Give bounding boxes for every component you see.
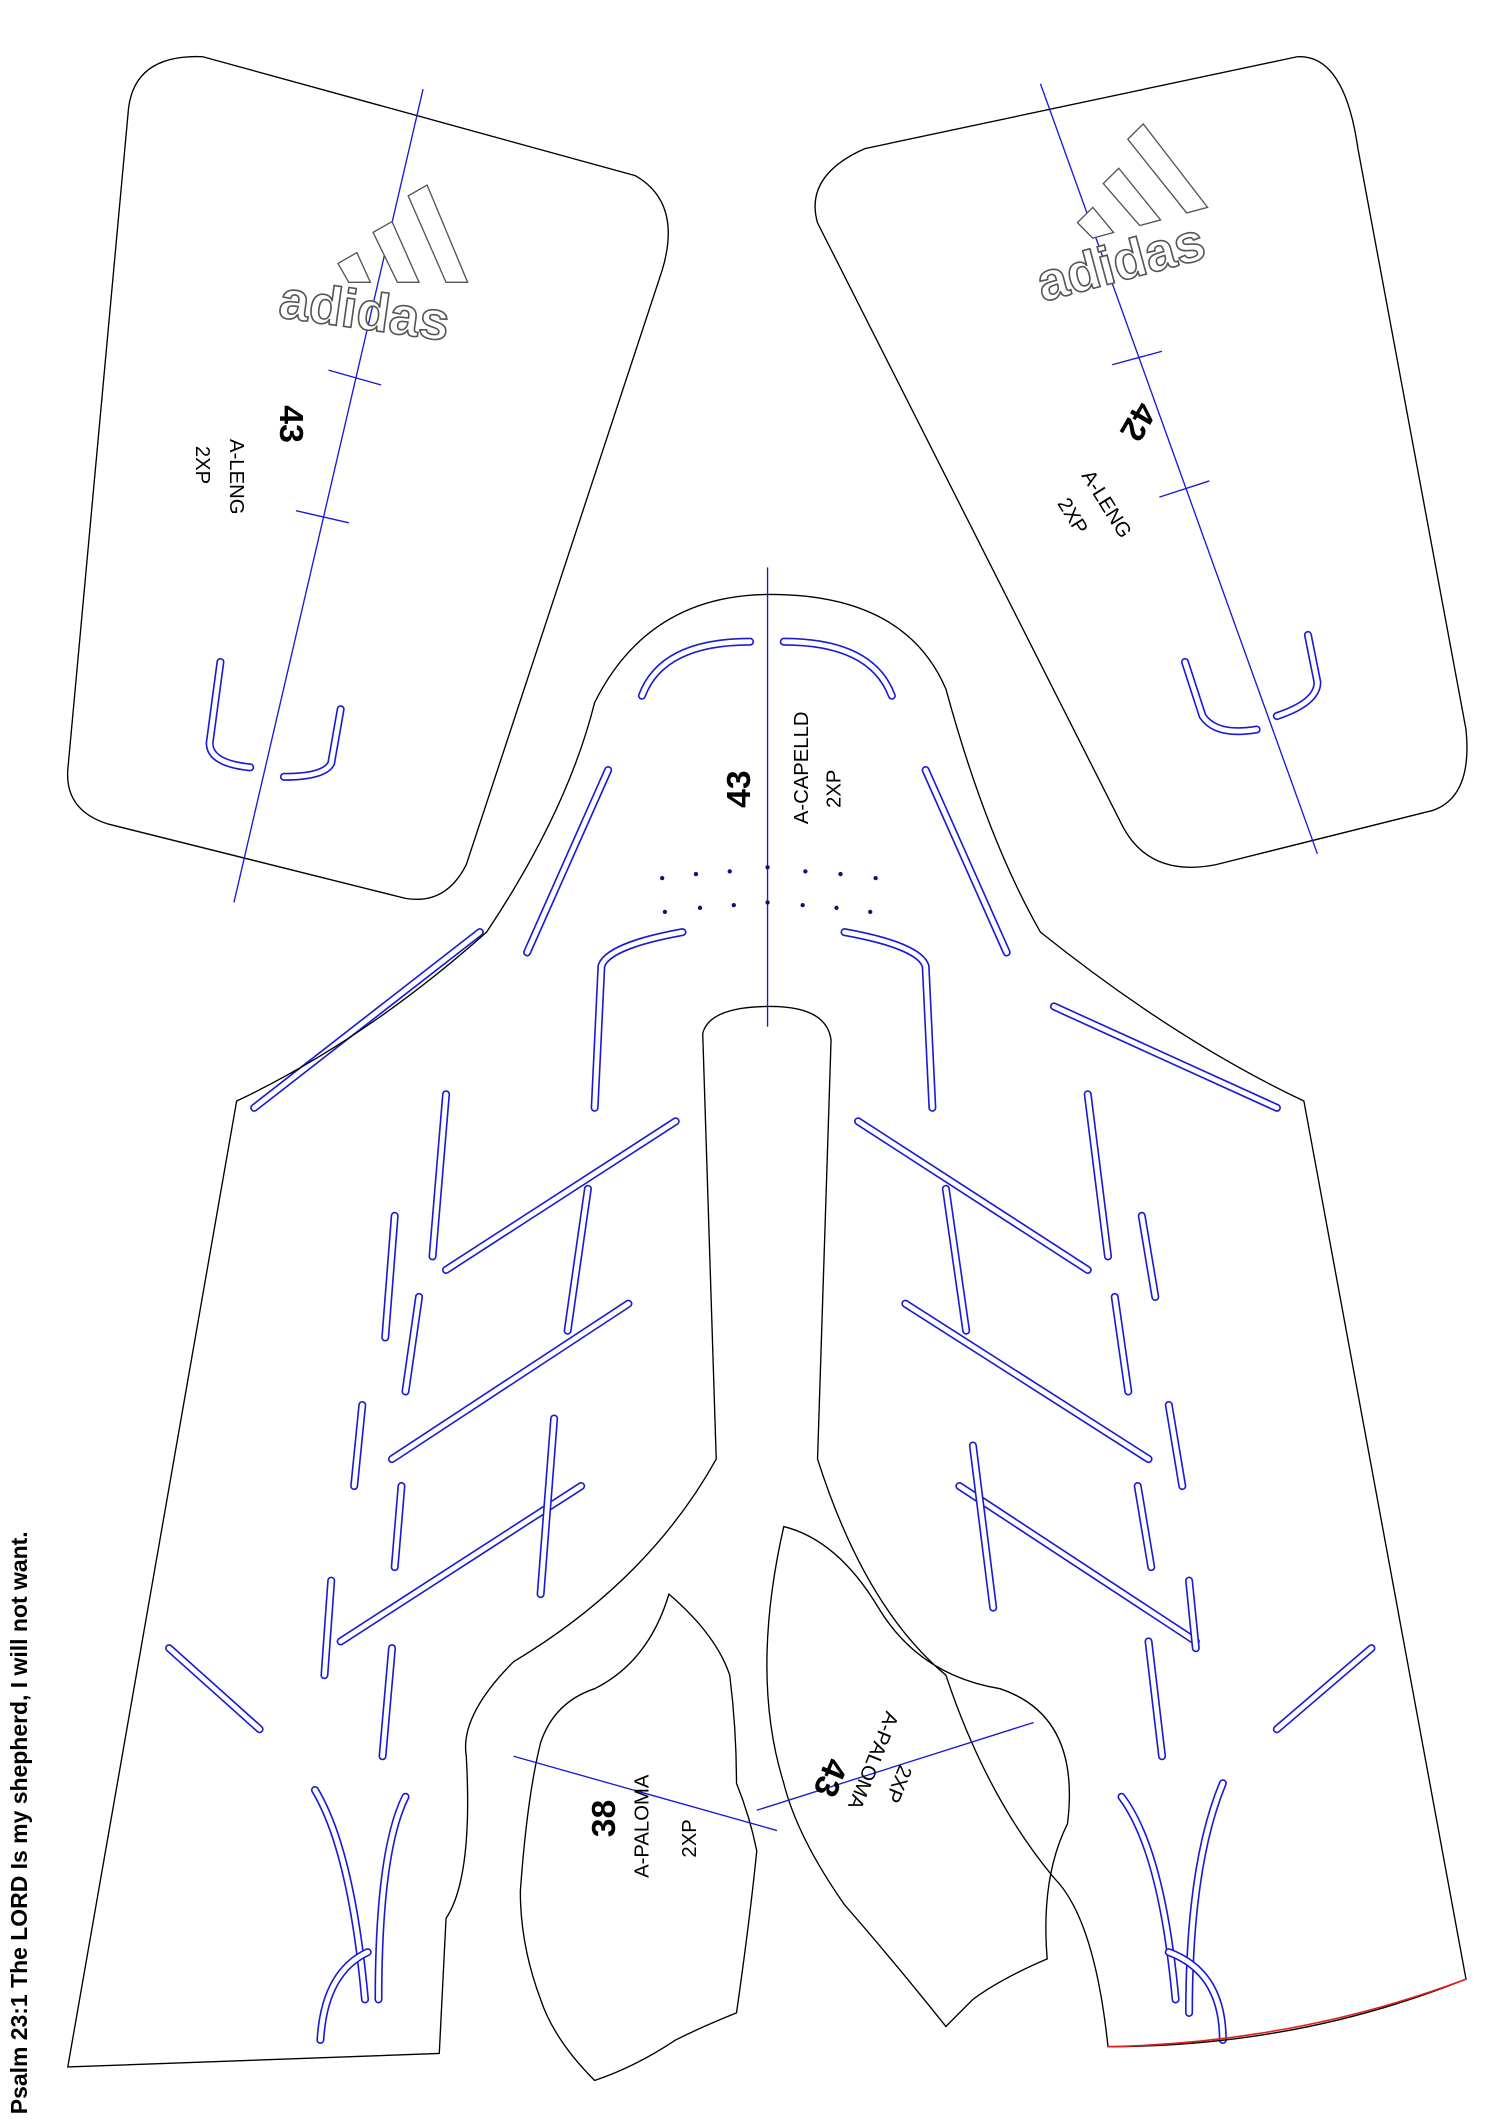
piece-bottom-left-insert: 38 A-PALOMA 2XP xyxy=(513,1592,778,2082)
perforation-dot xyxy=(727,869,732,874)
slot-cutout xyxy=(1117,1792,1180,2004)
slot-cutout xyxy=(1051,1004,1280,1111)
perforation-dots xyxy=(660,865,878,915)
slot-cutout xyxy=(310,1785,370,2004)
slot-cutout xyxy=(1166,1949,1226,2043)
slot-cutouts xyxy=(165,630,1376,2044)
slot-cutout xyxy=(1135,1483,1154,1570)
slot-cutout xyxy=(1085,1091,1111,1259)
piece-qty: 2XP xyxy=(881,1762,916,1806)
slot-cutout xyxy=(403,1294,422,1394)
slot-cutout xyxy=(1139,1213,1158,1300)
piece-size: 43 xyxy=(720,770,758,808)
slot-cutout xyxy=(592,929,685,1111)
slot-cutout xyxy=(1112,1294,1131,1394)
piece-name: A-LENG xyxy=(1077,467,1136,543)
slot-cutout xyxy=(380,1645,395,1759)
perforation-dot xyxy=(731,902,736,908)
slot-cutout xyxy=(1186,1578,1199,1651)
slot-cutout xyxy=(1274,632,1320,719)
slot-cutout xyxy=(855,1118,1091,1273)
slot-cutout xyxy=(322,1578,334,1678)
slot-cutout xyxy=(351,1402,365,1489)
piece-qty: 2XP xyxy=(824,770,846,808)
perforation-dot xyxy=(800,902,805,908)
slot-cutout xyxy=(1146,1638,1165,1759)
slot-cutout xyxy=(382,1213,398,1340)
slot-cutout xyxy=(1274,1645,1374,1732)
slot-cutout xyxy=(166,1645,263,1732)
slot-cutout xyxy=(565,1186,591,1334)
piece-center: 43 A-CAPELLD 2XP xyxy=(66,567,1467,2068)
slot-cutout xyxy=(389,1301,631,1462)
perforation-dot xyxy=(693,871,699,877)
perforation-dot xyxy=(765,865,770,870)
piece-size: 43 xyxy=(272,405,310,443)
piece-qty: 2XP xyxy=(191,446,213,484)
perforation-dot xyxy=(697,905,703,911)
slot-cutout xyxy=(207,659,253,770)
slot-cutout xyxy=(443,1118,679,1273)
slot-cutout xyxy=(970,1443,996,1611)
piece-qty: 2XP xyxy=(679,1819,701,1857)
logo-wordmark: adidas xyxy=(276,269,454,352)
perforation-dot xyxy=(834,905,839,911)
slot-cutout xyxy=(392,1483,404,1570)
adidas-logo: adidas xyxy=(1029,122,1212,314)
piece-bottom-right-insert: 43 A-PALOMA 2XP xyxy=(756,1525,1071,2028)
perforation-dot xyxy=(868,909,873,915)
slot-cutout xyxy=(842,929,935,1111)
slot-cutout xyxy=(281,706,344,780)
slot-cutout xyxy=(524,767,611,955)
logo-wordmark: adidas xyxy=(1030,211,1211,313)
slot-cutout xyxy=(781,639,895,699)
slot-cutout xyxy=(312,1787,368,2002)
perforation-dot xyxy=(660,875,665,881)
perforation-dot xyxy=(803,869,808,874)
slot-cutout xyxy=(956,1483,1199,1644)
piece-name: A-LENG xyxy=(225,439,247,514)
slot-cutout xyxy=(943,1186,969,1334)
slot-cutout xyxy=(1182,659,1260,734)
slot-cutout xyxy=(1119,1794,1178,2002)
adidas-logo: adidas xyxy=(275,184,469,354)
slot-cutout xyxy=(430,1091,449,1259)
slot-cutout xyxy=(251,929,483,1111)
seam-line xyxy=(1107,1978,1467,2048)
slot-cutout xyxy=(639,639,753,699)
piece-top-right: adidas 42 A-LENG 2XP xyxy=(814,56,1468,868)
piece-top-left: adidas 43 A-LENG 2XP xyxy=(67,56,669,903)
slot-cutout xyxy=(338,1483,584,1644)
footer-text: Psalm 23:1 The LORD Is my shepherd, I wi… xyxy=(6,1531,32,2114)
slot-cutout xyxy=(1166,1402,1185,1489)
perforation-dot xyxy=(662,909,668,915)
slot-cutout xyxy=(279,705,345,781)
piece-qty: 2XP xyxy=(1053,494,1092,538)
perforation-dot xyxy=(838,871,843,877)
slot-cutout xyxy=(376,1794,408,2002)
piece-size: 38 xyxy=(585,1800,623,1838)
piece-name: A-CAPELLD xyxy=(791,712,813,825)
perforation-dot xyxy=(765,900,770,905)
slot-cutout xyxy=(902,1301,1151,1462)
slot-cutout xyxy=(923,767,1010,955)
perforation-dot xyxy=(873,875,878,881)
piece-name: A-PALOMA xyxy=(632,1774,654,1878)
slot-cutout xyxy=(538,1416,557,1597)
slot-cutout xyxy=(1186,1780,1226,2016)
slot-cutout xyxy=(317,1949,371,2043)
